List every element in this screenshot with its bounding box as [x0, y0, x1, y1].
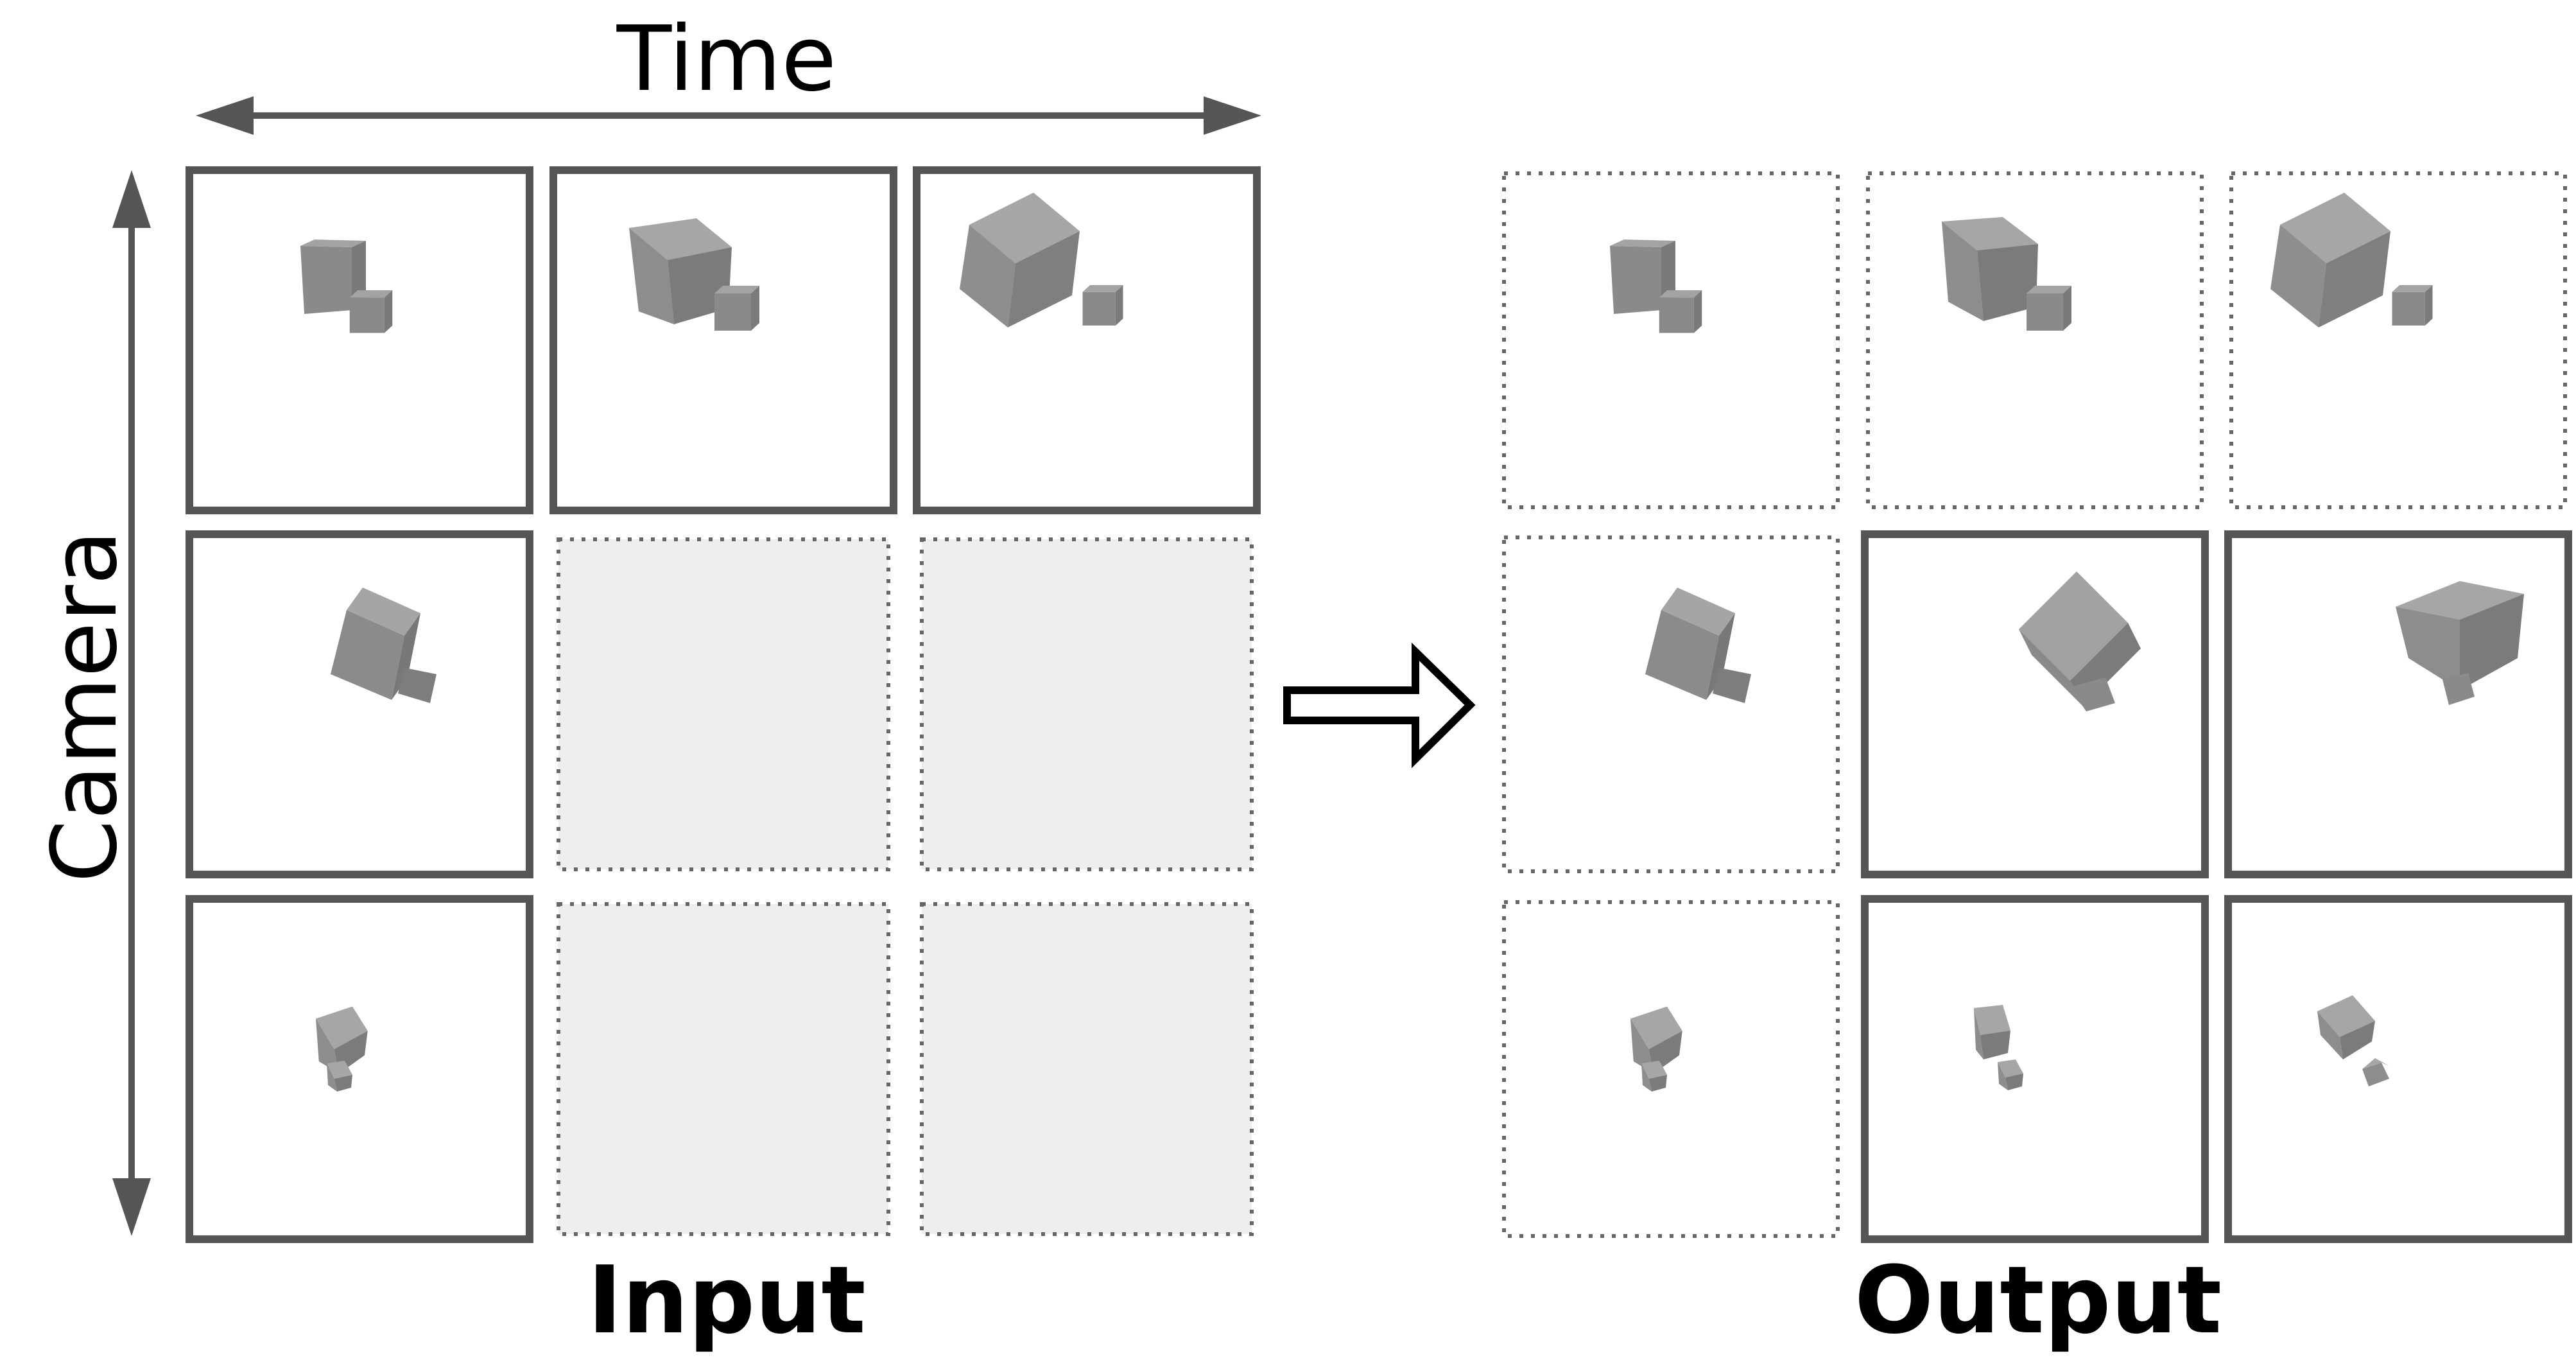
time-axis: Time — [196, 7, 1261, 135]
camera-axis: Camera — [33, 170, 151, 1236]
output-cell-generated — [2224, 895, 2572, 1243]
input-cell — [186, 166, 533, 514]
arrowhead-right-icon — [1204, 96, 1261, 135]
arrowhead-left-icon — [196, 96, 254, 135]
output-cell-generated — [1861, 530, 2209, 878]
output-cell-given — [1502, 171, 1840, 509]
hollow-right-arrow-icon — [1283, 642, 1476, 769]
output-cell-given — [1866, 171, 2204, 509]
output-cell-generated — [1861, 895, 2209, 1243]
input-cell — [186, 530, 533, 878]
output-cell-given — [1502, 900, 1840, 1238]
input-cell — [186, 895, 533, 1243]
input-cell — [913, 166, 1261, 514]
output-cell-generated — [2224, 530, 2572, 878]
input-cell-masked — [920, 902, 1254, 1236]
input-cell-masked — [920, 537, 1254, 871]
arrowhead-down-icon — [112, 1178, 151, 1236]
output-caption: Output — [1854, 1246, 2222, 1355]
output-grid — [1502, 171, 2572, 1243]
output-cell-given — [1502, 535, 1840, 873]
arrowhead-up-icon — [112, 170, 151, 228]
input-cell-masked — [557, 537, 890, 871]
output-cell-given — [2229, 171, 2567, 509]
input-cell-masked — [557, 902, 890, 1236]
time-label: Time — [616, 7, 837, 112]
input-cell — [549, 166, 897, 514]
camera-label: Camera — [33, 530, 137, 882]
input-caption: Input — [587, 1246, 866, 1355]
input-grid — [186, 166, 1261, 1243]
